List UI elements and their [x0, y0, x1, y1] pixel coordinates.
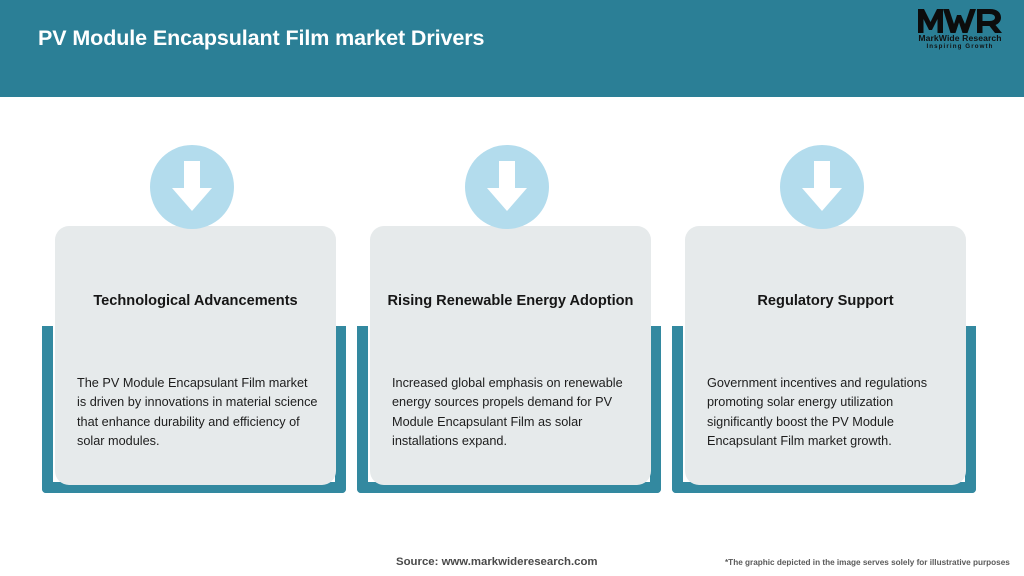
disclaimer-label: *The graphic depicted in the image serve…: [725, 558, 1010, 567]
card-title: Regulatory Support: [757, 293, 894, 309]
card-accent-bracket: [357, 326, 661, 493]
card-body-text: Government incentives and regulations pr…: [707, 376, 928, 448]
drivers-card-group: Technological Advancements The PV Module…: [0, 97, 1024, 547]
logo-company-name: MarkWide Research: [918, 33, 1002, 43]
card-accent-bracket: [672, 326, 976, 493]
driver-card-2[interactable]: Rising Renewable Energy Adoption Increas…: [351, 145, 667, 545]
driver-card-3[interactable]: Regulatory Support Government incentives…: [666, 145, 982, 545]
down-arrow-icon: [780, 145, 864, 229]
down-arrow-icon: [465, 145, 549, 229]
card-body-text: Increased global emphasis on renewable e…: [392, 376, 623, 448]
markwide-research-logo: MarkWide Research Inspiring Growth: [908, 6, 1012, 58]
page-title: PV Module Encapsulant Film market Driver…: [38, 26, 485, 50]
page-header: PV Module Encapsulant Film market Driver…: [0, 0, 1024, 97]
mwr-monogram-icon: [918, 9, 1002, 33]
driver-card-1[interactable]: Technological Advancements The PV Module…: [36, 145, 352, 545]
card-accent-bracket: [42, 326, 346, 493]
card-panel: Rising Renewable Energy Adoption Increas…: [370, 226, 651, 485]
logo-tagline: Inspiring Growth: [926, 43, 994, 50]
down-arrow-icon: [150, 145, 234, 229]
card-panel: Technological Advancements The PV Module…: [55, 226, 336, 485]
card-title: Technological Advancements: [93, 293, 298, 309]
source-label: Source: www.markwideresearch.com: [396, 556, 598, 568]
card-panel: Regulatory Support Government incentives…: [685, 226, 966, 485]
card-title: Rising Renewable Energy Adoption: [387, 293, 634, 309]
card-body-text: The PV Module Encapsulant Film market is…: [77, 376, 318, 448]
